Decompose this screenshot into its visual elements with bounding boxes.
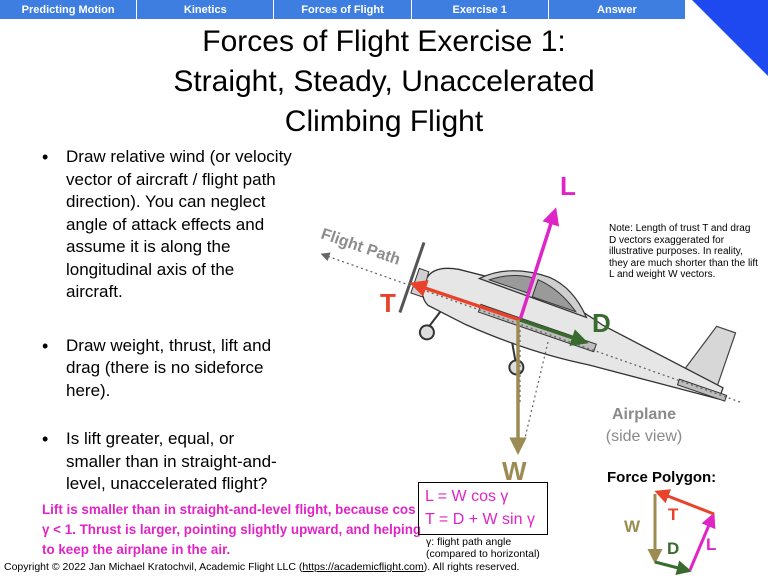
nav-tab-exercise-1[interactable]: Exercise 1 [411,0,549,19]
gamma-note: γ: flight path angle (compared to horizo… [426,536,540,560]
lift-label: L [560,171,576,201]
polygon-l-label: L [706,535,716,554]
airplane-label-line-2: (side view) [605,428,683,445]
nav-bar: Predicting Motion Kinetics Forces of Fli… [0,0,687,19]
flight-path-label: Flight Path [319,226,403,269]
thrust-vector [409,280,521,322]
gamma-note-line-1: γ: flight path angle [426,536,512,548]
airplane-label-line-1: Airplane [611,406,676,423]
formula-box: L = W cos γ T = D + W sin γ [418,482,548,535]
formula-lift: L = W cos γ [425,488,509,505]
thrust-label: T [380,288,396,318]
nav-tab-predicting-motion[interactable]: Predicting Motion [0,0,138,19]
polygon-lift-vector [688,512,716,571]
corner-triangle [692,0,768,76]
title-line-2: Straight, Steady, Unaccelerated [173,65,595,98]
lift-vector [518,207,560,321]
vector-length-note: Note: Length of trust T and drag D vecto… [609,223,758,281]
answer-text: Lift is smaller than in straight-and-lev… [42,502,422,557]
copyright-suffix: ). All rights reserved. [423,561,520,573]
bullet-draw-forces: Draw weight, thrust, lift and drag (ther… [30,335,292,403]
bullet-list: Draw relative wind (or velocity vector o… [30,146,292,496]
nav-tab-kinetics[interactable]: Kinetics [137,0,275,19]
title-line-1: Forces of Flight Exercise 1: [202,25,566,58]
airplane-label: Airplane (side view) [596,404,692,448]
flight-path-line [320,252,741,403]
copyright-footer: Copyright © 2022 Jan Michael Kratochvil,… [4,561,519,573]
nav-tab-answer[interactable]: Answer [548,0,687,19]
nav-tab-forces-of-flight[interactable]: Forces of Flight [274,0,412,19]
projection-line [523,341,549,443]
polygon-d-label: D [667,539,679,558]
bullet-relative-wind: Draw relative wind (or velocity vector o… [30,146,292,304]
copyright-link[interactable]: https://academicflight.com [302,561,424,573]
force-polygon: T W D L [624,489,716,576]
copyright-prefix: Copyright © 2022 Jan Michael Kratochvil,… [4,561,303,573]
formula-thrust: T = D + W sin γ [425,511,535,528]
drag-vector [519,318,589,346]
airplane-icon [398,242,737,402]
force-polygon-title: Force Polygon: [607,469,717,486]
bullet-lift-question: Is lift greater, equal, or smaller than … [30,428,292,496]
polygon-drag-vector [654,560,692,576]
polygon-thrust-vector [654,489,715,516]
weight-label: W [502,456,527,486]
polygon-w-label: W [624,517,641,536]
drag-label: D [592,308,611,338]
polygon-t-label: T [668,505,679,524]
slide-title: Forces of Flight Exercise 1: Straight, S… [100,22,668,142]
title-line-3: Climbing Flight [284,105,484,138]
gamma-note-line-2: (compared to horizontal) [426,548,540,560]
